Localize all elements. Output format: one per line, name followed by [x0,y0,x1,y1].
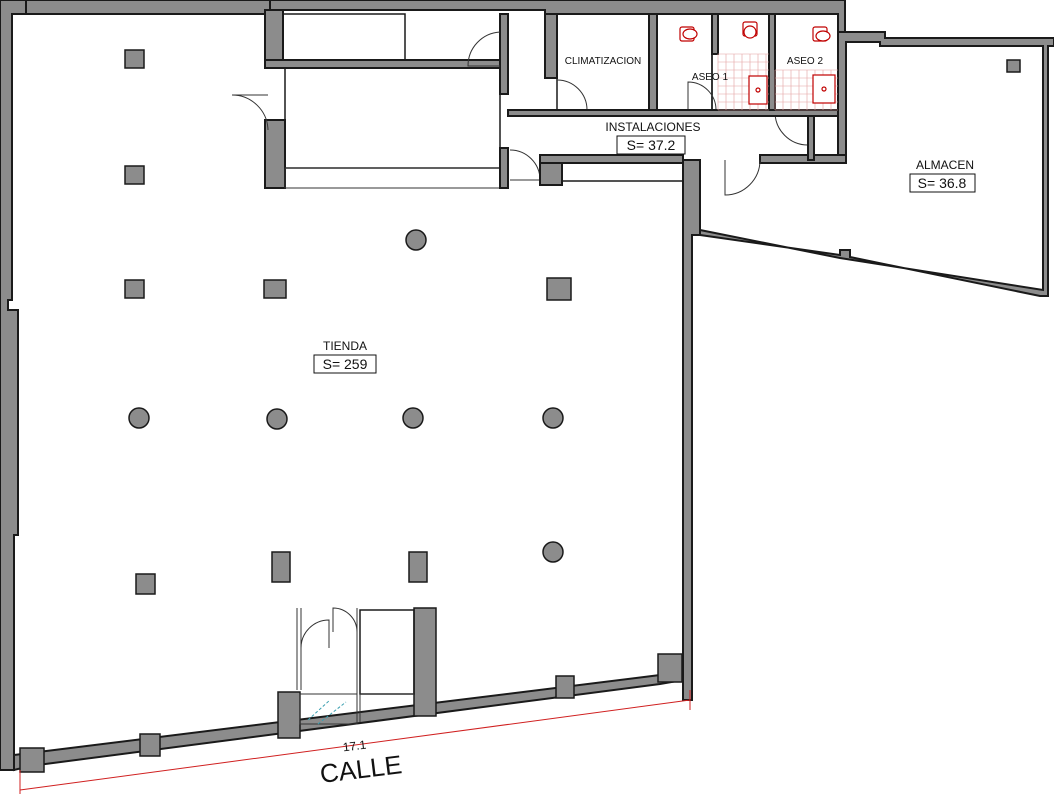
wall-right-shop [682,159,701,701]
door-installations [509,149,541,181]
column-facade [657,653,683,683]
door-entrance-right [332,607,358,633]
toilet-icon [742,21,758,39]
column-round [266,408,288,430]
label-aseo2: ASEO 2 [787,56,824,67]
wall-aseo-middle [768,13,776,111]
column-facade [139,733,161,757]
column-square [135,573,156,595]
entrance-vestibule [299,693,358,725]
column-square [124,279,145,299]
entrance [277,607,437,739]
shower-icon [748,75,768,105]
label-almacen: ALMACEN [916,158,974,172]
column-facade [19,747,45,773]
door-entrance-left [300,619,330,649]
column-round [542,407,564,429]
wall-corridor-top [507,109,839,117]
wall-corridor-pier [539,162,563,186]
wall-partition-e [499,147,509,189]
door-almacen [724,159,761,196]
wall-clima-right [648,13,658,111]
column-square [408,551,428,583]
wall-almacen [699,31,1054,297]
tiles-aseo [717,53,838,111]
column-facade [555,675,575,699]
area-tienda: S= 259 [323,356,368,372]
interior-walls [231,9,847,196]
column-round [405,229,427,251]
dimension-facade [19,690,691,794]
wall-top-shop [25,0,271,15]
column-almacen [1006,59,1021,73]
entrance-booth [359,609,415,695]
column-square [124,165,145,185]
office-counter [284,167,501,189]
area-box-instalaciones [616,135,686,155]
column-square [271,551,291,583]
wall-corridor-right [807,115,815,161]
wall-partition-b [264,59,506,69]
column-round [128,407,150,429]
door-climatizacion [556,79,588,111]
area-box-almacen [909,173,976,193]
area-box-tienda [313,354,377,374]
entrance-wall-left [277,691,301,739]
area-instalaciones: S= 37.2 [627,137,676,153]
label-tienda: TIENDA [323,339,367,353]
exterior-walls [0,0,1054,772]
label-instalaciones: INSTALACIONES [605,120,700,134]
column-round [542,541,564,563]
wall-partition-c [264,119,286,189]
office-room [284,67,501,169]
wall-corridor-bottom-a [539,154,684,164]
wall-aseo-divider [711,13,719,55]
column-square [124,49,145,69]
wall-left [0,0,27,771]
entrance-wall-right [413,607,437,717]
column-square [546,277,572,301]
door-aseo1 [687,81,717,111]
label-climatizacion: CLIMATIZACION [565,56,641,67]
label-street: CALLE [318,749,403,789]
wall-corridor-bottom-b [759,154,847,164]
wall-clima-left [544,13,558,79]
door-office [231,94,269,131]
column-round [402,407,424,429]
wall-partition-a [264,9,284,61]
door-aseo2 [774,111,809,146]
toilet-icon [679,26,698,42]
corridor-niche [561,162,684,182]
label-aseo1: ASEO 1 [692,72,729,83]
dimension-label: 17.1 [342,738,367,755]
column-square [263,279,287,299]
sanitary-fixtures [679,21,836,105]
wall-partition-d [499,13,509,95]
sink-icon [812,74,836,104]
area-almacen: S= 36.8 [918,175,967,191]
door-storage [467,31,501,67]
storage-room-1 [282,13,406,61]
toilet-icon [812,26,831,42]
columns [19,49,683,773]
